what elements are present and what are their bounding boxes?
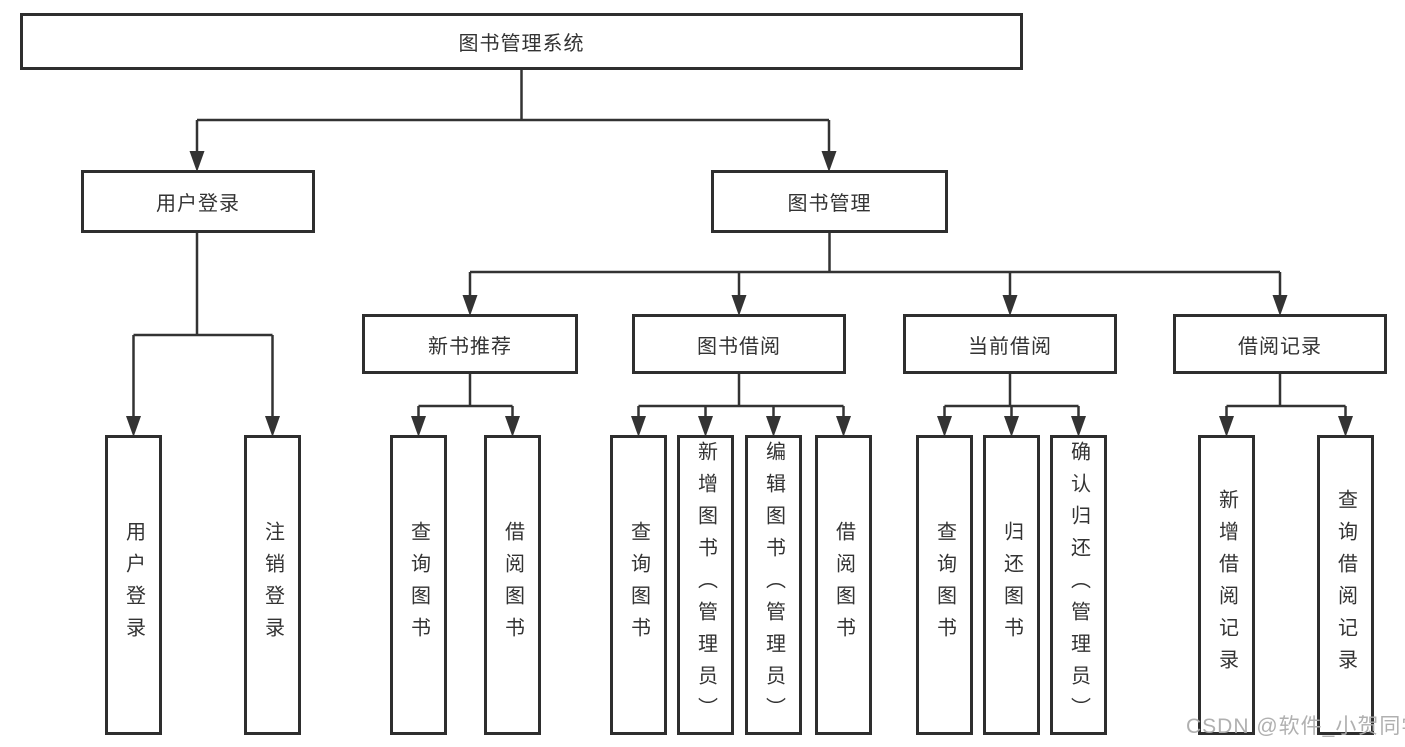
node-label: 新增借阅记录 [1215,489,1238,681]
node-book-management: 图书管理 [711,170,948,233]
leaf-borrow-books-recommend: 借阅图书 [484,435,541,735]
node-label: 新增图书（管理员） [694,441,717,729]
node-label: 查询图书 [627,521,650,649]
node-label: 用户登录 [156,193,240,215]
node-label: 当前借阅 [968,335,1052,358]
node-book-borrowing: 图书借阅 [632,314,846,374]
node-label: 图书管理 [787,193,872,215]
node-current-borrowing: 当前借阅 [903,314,1117,374]
node-label: 借阅图书 [832,521,855,649]
leaf-query-borrow-record: 查询借阅记录 [1317,435,1374,735]
node-label: 查询图书 [933,521,956,649]
node-label: 用户登录 [122,521,145,649]
leaf-query-books-borrow: 查询图书 [610,435,667,735]
leaf-user-login: 用户登录 [105,435,162,735]
leaf-add-book-admin: 新增图书（管理员） [677,435,734,735]
node-label: 查询借阅记录 [1334,489,1357,681]
node-label: 图书管理系统 [458,33,585,55]
node-label: 归还图书 [1000,521,1023,649]
watermark: CSDN @软件_小贺同学 [1186,715,1405,738]
node-label: 新书推荐 [428,335,512,358]
leaf-add-borrow-record: 新增借阅记录 [1198,435,1255,735]
node-new-book-recommendation: 新书推荐 [362,314,578,374]
node-library-management-system: 图书管理系统 [20,13,1023,70]
leaf-confirm-return-admin: 确认归还（管理员） [1050,435,1107,735]
node-label: 借阅图书 [501,521,524,649]
node-label: 编辑图书（管理员） [762,441,785,729]
node-borrowing-records: 借阅记录 [1173,314,1387,374]
leaf-logout: 注销登录 [244,435,301,735]
node-label: 图书借阅 [697,335,781,358]
node-user-login: 用户登录 [81,170,315,233]
node-label: 借阅记录 [1238,335,1322,358]
leaf-borrow-books: 借阅图书 [815,435,872,735]
leaf-edit-book-admin: 编辑图书（管理员） [745,435,802,735]
leaf-query-books-recommend: 查询图书 [390,435,447,735]
node-label: 确认归还（管理员） [1067,441,1090,729]
node-label: 查询图书 [407,521,430,649]
node-label: 注销登录 [261,521,284,649]
leaf-return-book: 归还图书 [983,435,1040,735]
leaf-query-books-current: 查询图书 [916,435,973,735]
